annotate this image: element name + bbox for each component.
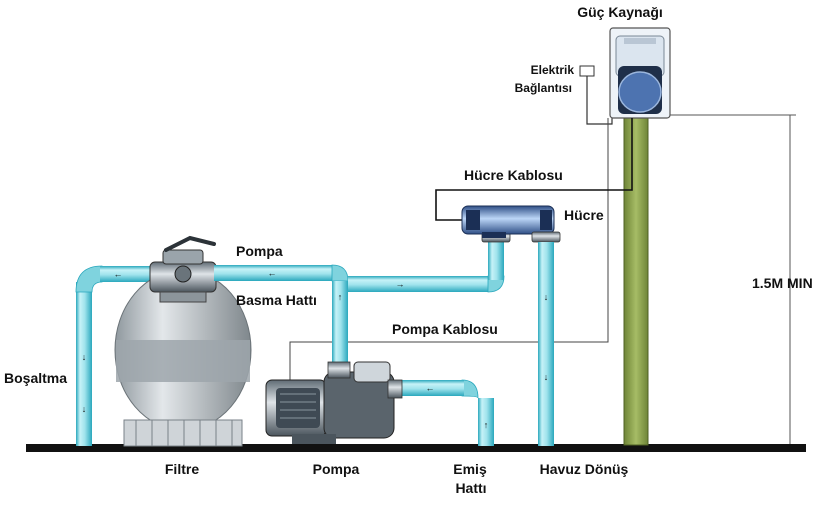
- label-suction-line-1: Emiş: [453, 461, 487, 477]
- svg-text:↓: ↓: [82, 352, 87, 362]
- label-electrical-connection-1: Elektrik: [531, 63, 575, 77]
- label-min-height: 1.5M MIN: [752, 275, 813, 291]
- label-pump-top: Pompa: [236, 243, 283, 259]
- pump-cable: [289, 118, 609, 380]
- label-cell: Hücre: [564, 207, 604, 223]
- svg-text:←: ←: [114, 269, 123, 279]
- svg-text:↓: ↓: [544, 372, 549, 382]
- power-supply-unit: [609, 27, 671, 119]
- label-power-supply: Güç Kaynağı: [577, 4, 663, 20]
- valve-handle: [164, 235, 216, 252]
- filter-tank: [114, 235, 252, 447]
- support-post: [623, 114, 649, 446]
- label-filter: Filtre: [165, 461, 199, 477]
- drain-pipe: ↓ ↓ ←: [75, 265, 154, 446]
- strainer-lid: [353, 361, 391, 383]
- label-suction-line-2: Hattı: [455, 480, 486, 496]
- label-drain: Boşaltma: [4, 370, 67, 386]
- svg-text:↓: ↓: [82, 404, 87, 414]
- electrical-connection: [579, 65, 613, 125]
- power-supply-dial: [618, 71, 662, 113]
- label-pump-bottom: Pompa: [313, 461, 360, 477]
- svg-text:→: →: [396, 279, 405, 289]
- label-discharge-line: Basma Hattı: [236, 292, 317, 308]
- pump: [265, 361, 403, 444]
- svg-text:↑: ↑: [484, 420, 489, 430]
- svg-text:↓: ↓: [544, 292, 549, 302]
- height-dimension: [648, 114, 796, 444]
- svg-text:←: ←: [426, 383, 435, 393]
- svg-text:←: ←: [268, 268, 277, 278]
- label-pool-return: Havuz Dönüş: [540, 461, 629, 477]
- discharge-pipe: ← ↑ →: [214, 231, 511, 371]
- ground-line: [26, 444, 806, 452]
- label-electrical-connection-2: Bağlantısı: [515, 81, 572, 95]
- chlorinator-cell: [461, 205, 558, 238]
- cell-cable: [435, 118, 633, 221]
- svg-text:↑: ↑: [338, 292, 343, 302]
- socket-icon: [579, 65, 595, 77]
- label-pump-cable: Pompa Kablosu: [392, 321, 498, 337]
- suction-pipe: ← ↑: [398, 379, 494, 446]
- label-cell-cable: Hücre Kablosu: [464, 167, 563, 183]
- pool-return-pipe: ↓ ↓: [531, 231, 561, 446]
